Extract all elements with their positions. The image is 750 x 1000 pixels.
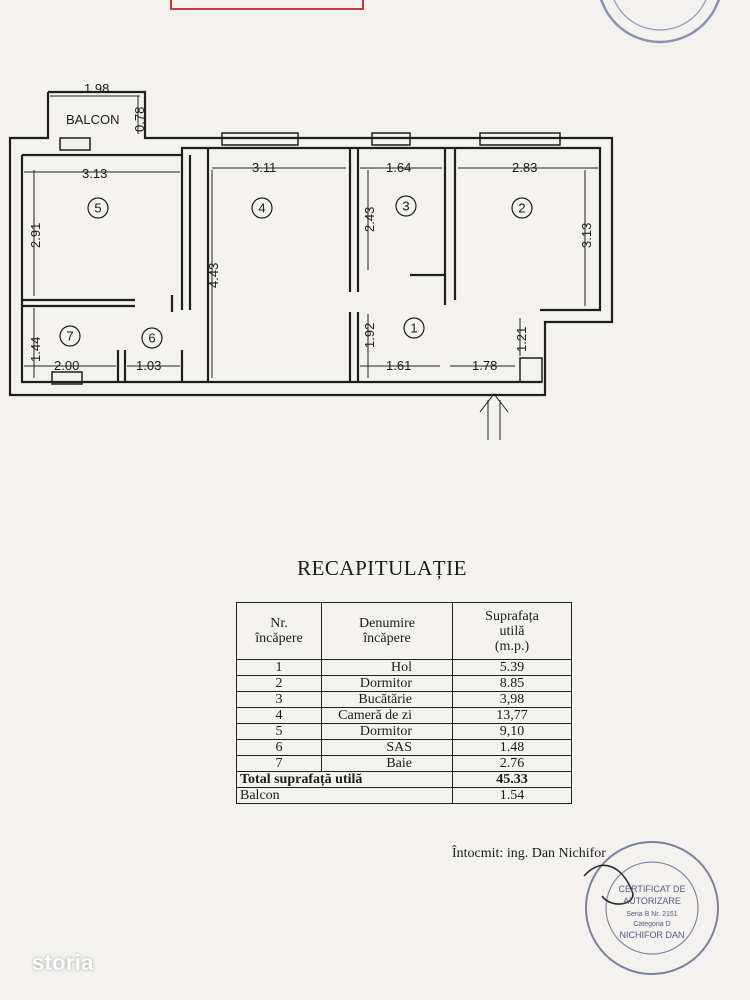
storia-watermark: storia [32,950,94,975]
plan-walls [8,90,614,397]
dim-r7-height: 1.44 [28,337,43,362]
dim-r2-width: 2.83 [512,160,537,175]
balcony-label: BALCON [66,112,119,127]
stamp-line-2: AUTORIZARE [623,896,681,906]
recap-title: RECAPITULAȚIE [297,556,467,580]
dim-r3-width: 1.64 [386,160,411,175]
table-row: 3 Bucătărie 3,98 [236,691,572,708]
row-area: 9,10 [452,723,572,740]
dim-r3-height: 2.43 [362,207,377,232]
stamp-line-1: CERTIFICAT DE [618,884,685,894]
plan-dimension-labels: 1.98 BALCON 0.78 3.13 2.91 3.11 4.43 1.6… [28,81,594,373]
row-area: 2.76 [452,755,572,772]
dim-r5-height: 2.91 [28,223,43,248]
recap-header-row: Nr. încăpere Denumire încăpere Suprafața… [236,602,572,660]
dim-r1-width-b: 1.78 [472,358,497,373]
row-nr: 6 [236,739,322,756]
room-number-markers: 1 2 3 4 5 6 7 [59,195,533,349]
row-nr: 5 [236,723,322,740]
dim-r4-width: 3.11 [252,160,276,175]
table-row: 6 SAS 1.48 [236,739,572,756]
stamp-line-5: NICHIFOR DAN [620,930,685,940]
dim-r6-width: 1.03 [136,358,161,373]
total-label: Total suprafață utilă [236,771,453,788]
dim-balcony-depth: 0.78 [132,107,147,132]
room-5-number: 5 [94,201,101,216]
dim-r1-height: 1.92 [362,323,377,348]
row-area: 3,98 [452,691,572,708]
row-nr: 1 [236,659,322,676]
red-frame-fragment [170,0,364,10]
room-7-number: 7 [66,329,73,344]
row-area: 8.85 [452,675,572,692]
recap-table: Nr. încăpere Denumire încăpere Suprafața… [236,602,572,804]
row-name: Baie [321,755,453,772]
row-nr: 4 [236,707,322,724]
room-2-number: 2 [518,201,525,216]
row-name: Dormitor [321,675,453,692]
total-row: Total suprafață utilă 45.33 [236,771,572,788]
stamp-line-4: Categoria D [633,921,670,928]
dim-r2-height: 3.13 [579,223,594,248]
dim-r1-width-a: 1.61 [386,358,411,373]
row-area: 1.48 [452,739,572,756]
row-name: Cameră de zi [321,707,453,724]
room-1-number: 1 [410,321,417,336]
stamp-line-3: Seria B Nr. 2151 [626,911,677,918]
row-name: SAS [321,739,453,756]
dim-balcony-width: 1.98 [84,81,109,96]
table-row: 1 Hol 5.39 [236,659,572,676]
row-nr: 2 [236,675,322,692]
dim-r5-width: 3.13 [82,166,107,181]
table-row: 2 Dormitor 8.85 [236,675,572,692]
dim-r4-height: 4.43 [206,263,221,288]
table-row: 4 Cameră de zi 13,77 [236,707,572,724]
balcony-row: Balcon 1.54 [236,787,572,804]
total-value: 45.33 [452,771,572,788]
floor-plan: 1.98 BALCON 0.78 3.13 2.91 3.11 4.43 1.6… [8,81,614,440]
row-area: 13,77 [452,707,572,724]
row-area: 5.39 [452,659,572,676]
room-6-number: 6 [148,331,155,346]
row-name: Bucătărie [321,691,453,708]
room-4-number: 4 [258,201,265,216]
header-name: Denumire încăpere [321,602,453,660]
dim-entry-depth: 1.21 [514,327,529,352]
row-nr: 3 [236,691,322,708]
row-nr: 7 [236,755,322,772]
row-name: Hol [321,659,453,676]
plan-dimension-lines [24,95,598,440]
balcony-row-label: Balcon [236,787,453,804]
table-row: 5 Dormitor 9,10 [236,723,572,740]
author-line: Întocmit: ing. Dan Nichifor [452,846,606,861]
header-nr: Nr. încăpere [236,602,322,660]
row-name: Dormitor [321,723,453,740]
top-stamp-seal [599,0,721,44]
table-row: 7 Baie 2.76 [236,755,572,772]
authorization-stamp: CERTIFICAT DE AUTORIZARE Seria B Nr. 215… [583,841,719,975]
header-area: Suprafața utilă (m.p.) [452,602,572,660]
room-3-number: 3 [402,199,409,214]
balcony-row-value: 1.54 [452,787,572,804]
dim-r7-width: 2.00 [54,358,79,373]
